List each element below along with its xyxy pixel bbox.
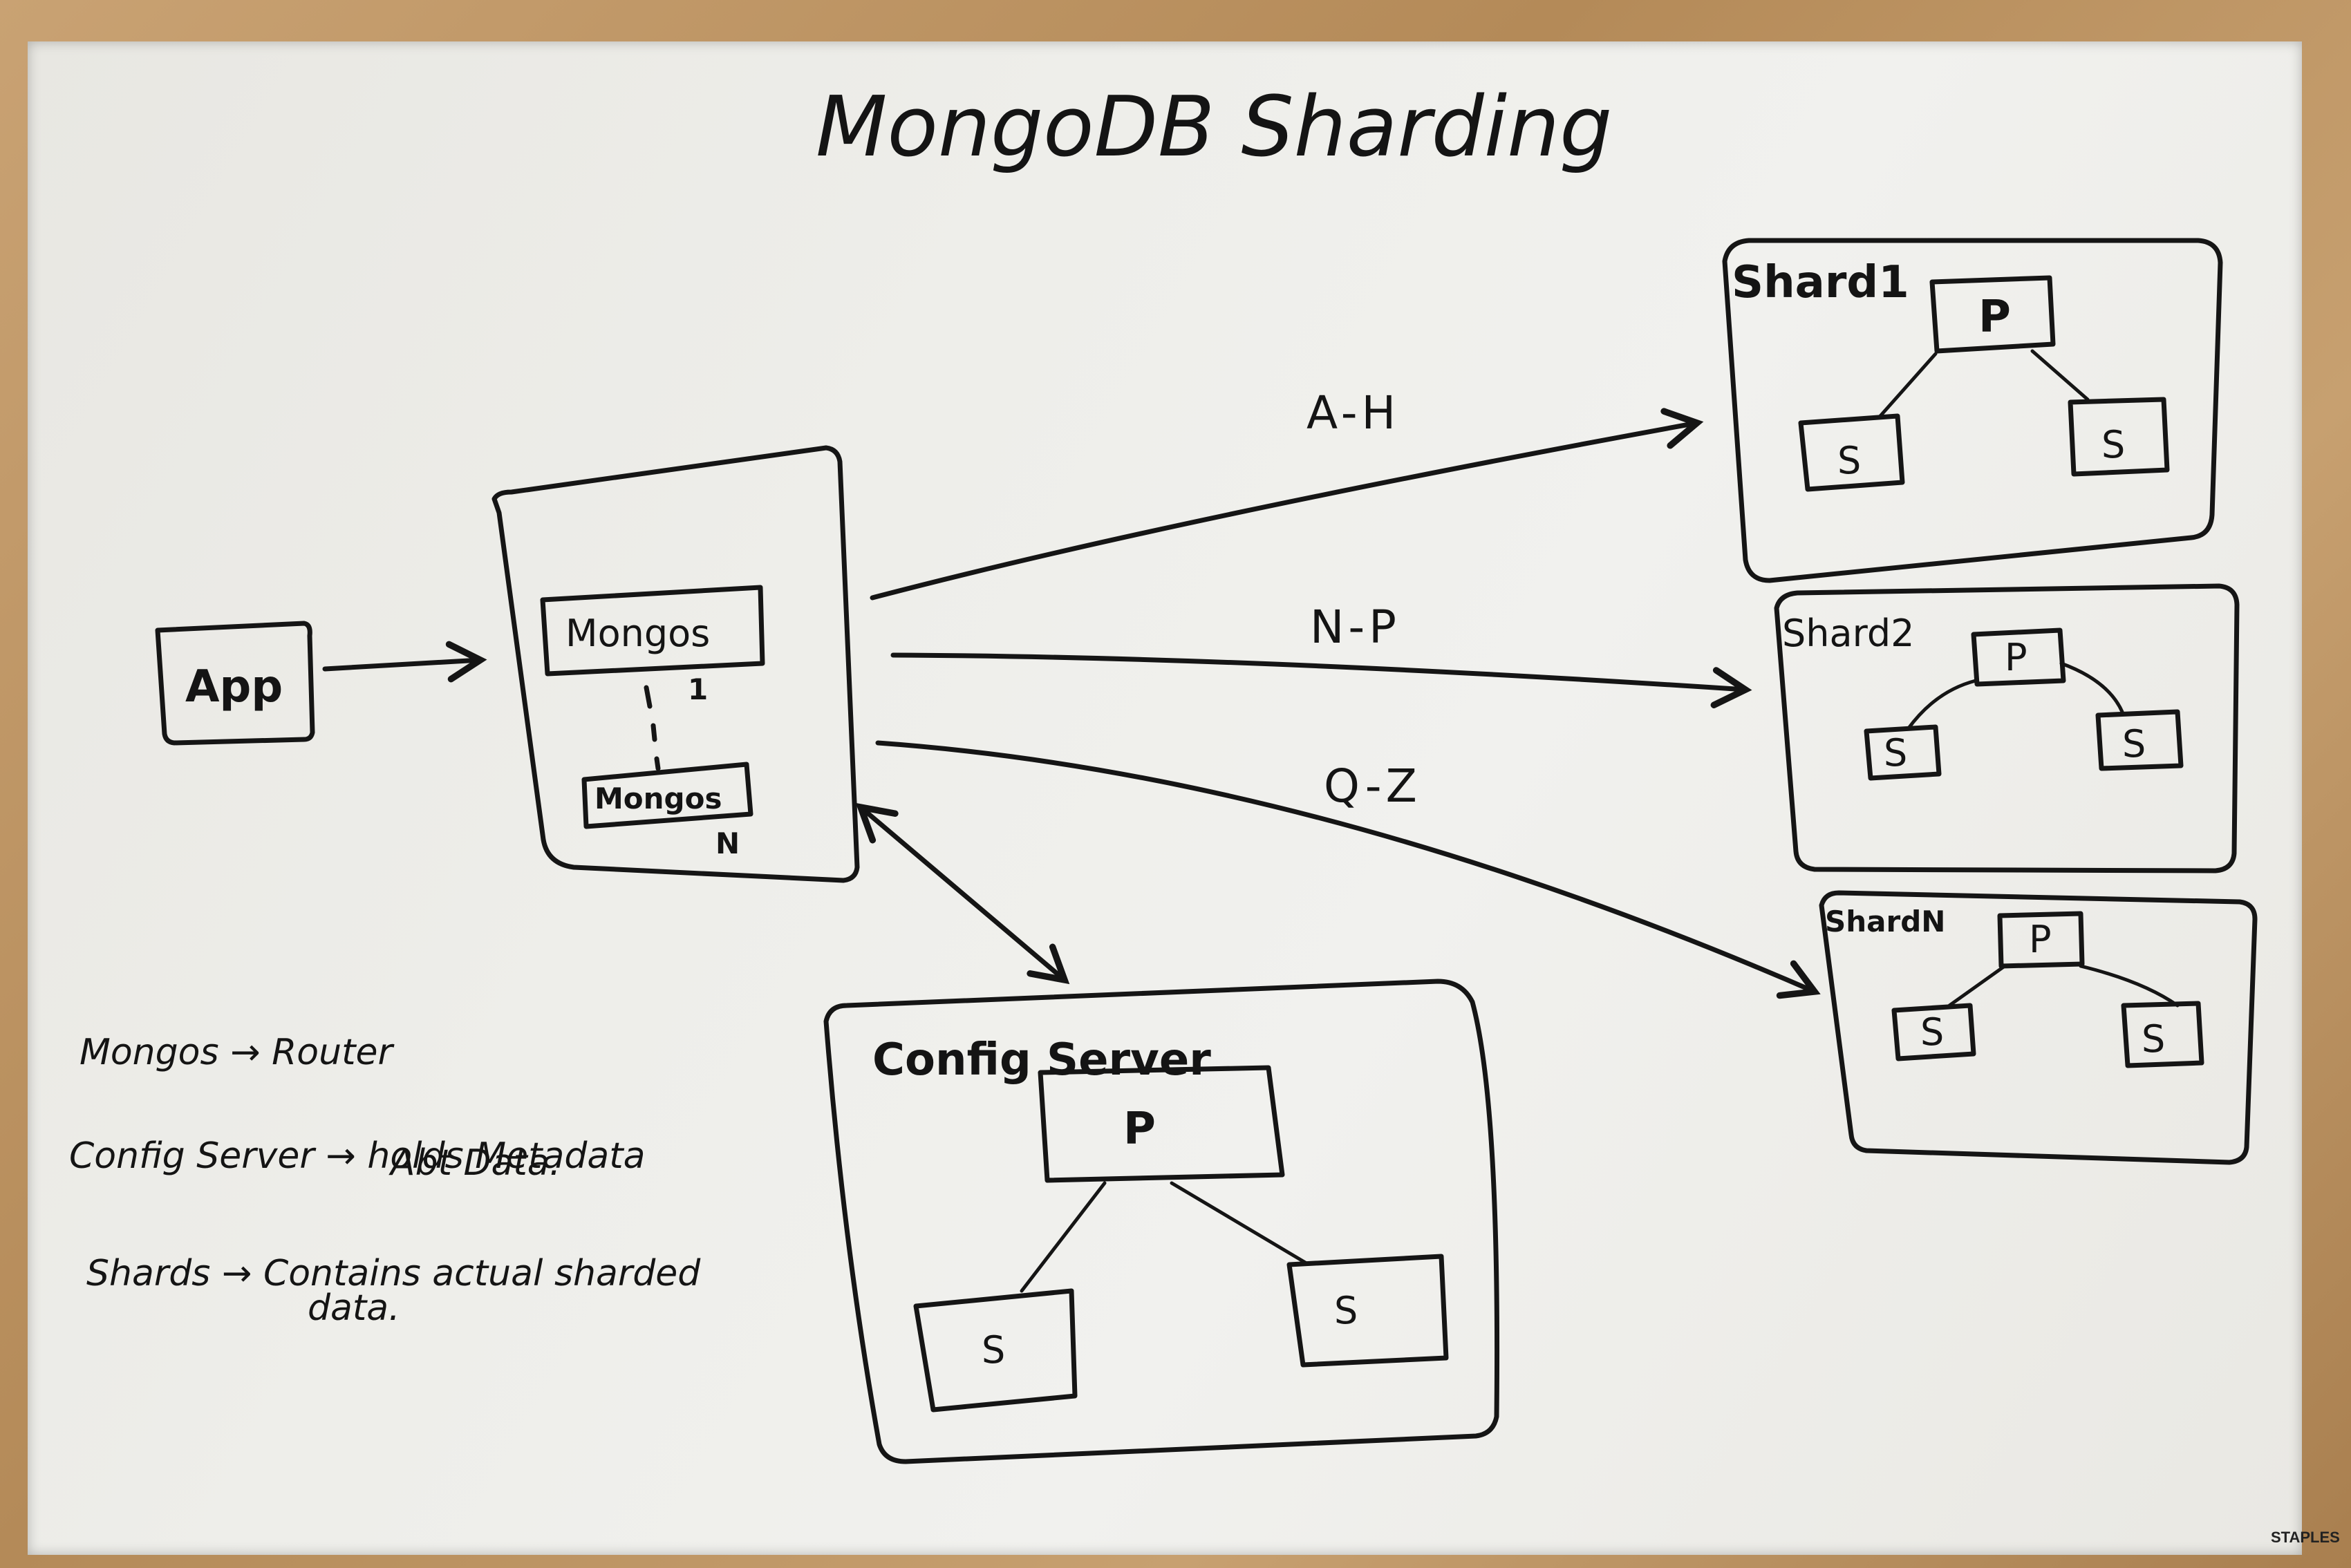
router-n: Mongos N xyxy=(581,762,753,860)
note-line: data. xyxy=(308,1287,400,1329)
shard-2-secondary-label: S xyxy=(1884,731,1907,775)
router-n-label: Mongos xyxy=(594,782,722,815)
config-server-secondary-box xyxy=(1286,1254,1449,1368)
shard-2-title: Shard2 xyxy=(1782,612,1914,655)
shard-2: Shard2 P S S xyxy=(1774,583,2240,873)
shard-1-secondary-box xyxy=(2068,397,2170,477)
app-label: App xyxy=(185,661,283,712)
shard-1-title: Shard1 xyxy=(1732,257,1909,308)
shard-n-replication-links xyxy=(1947,964,2180,1008)
route-range-label: Q-Z xyxy=(1324,759,1421,813)
notes: Mongos → Router Config Server → holds Me… xyxy=(69,1032,701,1329)
shard-1: Shard1 P S S xyxy=(1722,238,2223,583)
config-server-primary-box xyxy=(1038,1065,1285,1183)
config-server: Config Server P S S xyxy=(823,979,1500,1464)
note-line: Abt Data. xyxy=(388,1142,561,1184)
note-line: Mongos → Router xyxy=(79,1032,395,1073)
page-title: MongoDB Sharding xyxy=(816,79,1612,176)
note-line: Shards → Contains actual sharded xyxy=(86,1253,701,1294)
shard-1-secondary-label: S xyxy=(1837,439,1861,482)
router-config-arrow xyxy=(855,802,1070,985)
shard-2-secondary-label: S xyxy=(2122,722,2146,766)
route-arrow-shard2 xyxy=(890,652,1752,708)
shard-1-secondary-box xyxy=(1798,413,1905,492)
shard-n-primary-box xyxy=(1997,911,2085,969)
router-1-index: 1 xyxy=(688,672,708,706)
shard-n-primary-label: P xyxy=(2029,918,2052,961)
config-server-secondary-box xyxy=(913,1288,1078,1413)
shard-n: ShardN P S S xyxy=(1819,890,2258,1165)
shard-n-secondary-label: S xyxy=(2142,1017,2165,1061)
config-server-secondary-label: S xyxy=(982,1328,1005,1372)
app-node: App xyxy=(155,621,315,746)
config-server-secondary-label: S xyxy=(1334,1289,1358,1332)
shard-n-secondary-box xyxy=(1891,1003,1976,1061)
shard-2-replication-links xyxy=(1906,661,2124,731)
app-to-router-arrow xyxy=(322,641,487,683)
route-arrow-shard1 xyxy=(870,408,1704,601)
whiteboard-surface xyxy=(28,41,2302,1555)
route-range-label: N-P xyxy=(1310,601,1401,654)
shard-1-primary-label: P xyxy=(1978,292,2011,343)
router-1: Mongos 1 xyxy=(540,585,765,706)
shard-1-replication-links xyxy=(1878,349,2090,418)
shard-n-secondary-box xyxy=(2121,1001,2204,1068)
shard-n-title: ShardN xyxy=(1825,905,1945,938)
shard-1-secondary-label: S xyxy=(2101,423,2125,466)
router-n-index: N xyxy=(715,826,740,860)
route-range-label: A-H xyxy=(1306,386,1400,440)
shard-2-primary-box xyxy=(1971,627,2066,687)
config-server-primary-label: P xyxy=(1123,1104,1156,1155)
shard-2-primary-label: P xyxy=(2005,636,2027,679)
shard-1-primary-box xyxy=(1929,275,2056,354)
shard-2-secondary-box xyxy=(2095,709,2184,771)
route-arrow-shardn xyxy=(875,740,1821,999)
router-ellipsis-dashes xyxy=(644,685,661,771)
shard-2-secondary-box xyxy=(1864,724,1942,781)
note-line: Config Server → holds Metadata xyxy=(69,1135,645,1177)
config-server-replication-links xyxy=(1020,1181,1309,1293)
shard-n-secondary-label: S xyxy=(1920,1010,1944,1054)
board-brand-mark: STAPLES xyxy=(2271,1529,2340,1546)
router-group: Mongos 1 Mongos N xyxy=(491,445,860,883)
router-1-label: Mongos xyxy=(565,612,710,655)
